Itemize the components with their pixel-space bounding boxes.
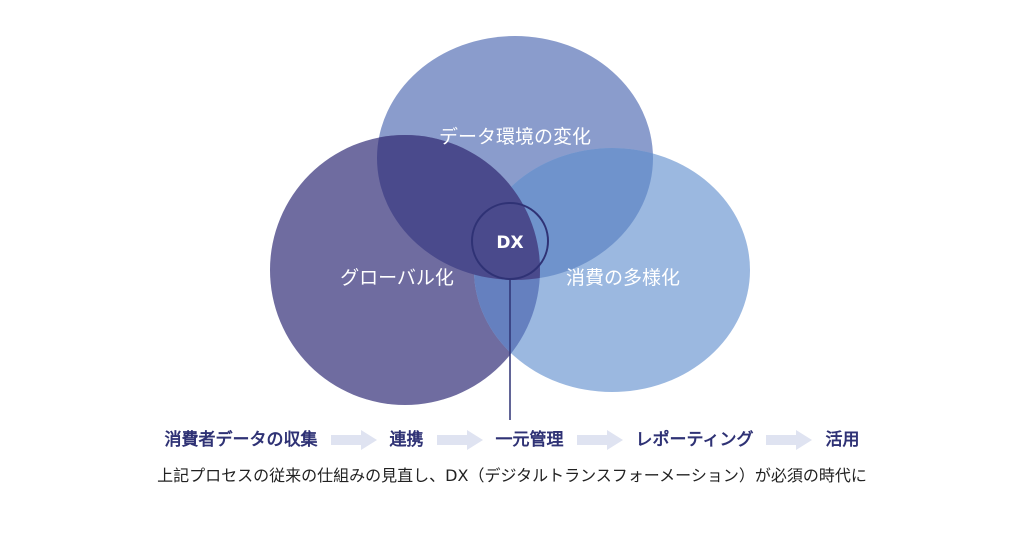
caption-text: 上記プロセスの従来の仕組みの見直し、DX（デジタルトランスフォーメーション）が必… [157, 466, 867, 485]
flow-step-collect: 消費者データの収集 [164, 430, 318, 450]
arrow-right-icon [330, 430, 377, 450]
flow-step-utilize: 活用 [825, 430, 860, 450]
flow-step-centralize: 一元管理 [495, 430, 564, 450]
arrow-right-icon [436, 430, 483, 450]
label-dx: DX [496, 233, 523, 253]
label-data-environment: データ環境の変化 [439, 126, 591, 148]
label-globalization: グローバル化 [340, 267, 454, 289]
arrow-right-icon [766, 430, 813, 450]
venn-diagram: データ環境の変化 グローバル化 消費の多様化 DX [270, 36, 750, 420]
arrow-right-icon [576, 430, 623, 450]
label-consumer-diversification: 消費の多様化 [566, 267, 680, 289]
process-flow: 消費者データの収集 連携 一元管理 レポーティング 活用 [0, 425, 1024, 455]
flow-step-report: レポーティング [635, 430, 754, 450]
flow-step-link: 連携 [389, 430, 424, 450]
